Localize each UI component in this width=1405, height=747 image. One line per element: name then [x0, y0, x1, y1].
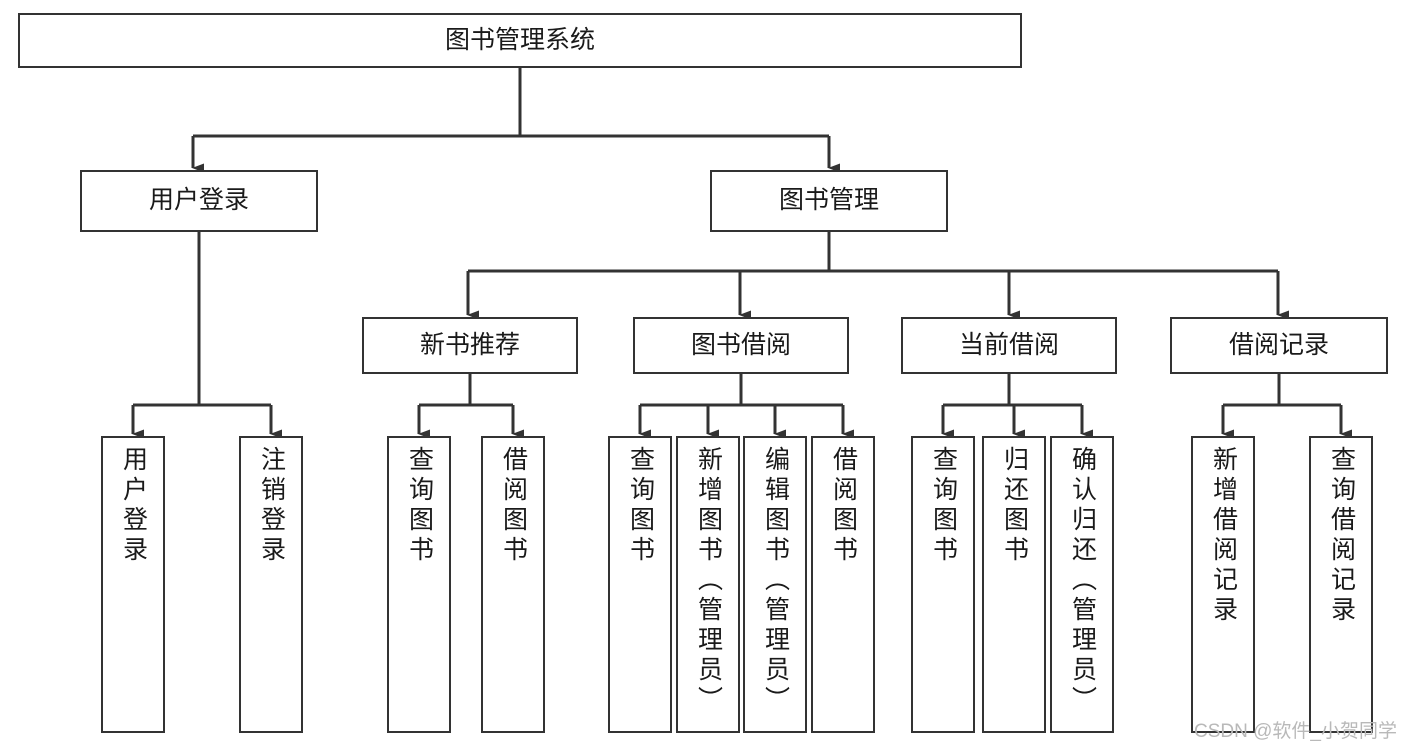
node-book-manage[interactable]: 图书管理 [710, 170, 948, 232]
node-leaf-edit-book-label: 编辑图书（管理员） [761, 446, 790, 716]
node-leaf-query-book-2[interactable]: 查询图书 [608, 436, 672, 733]
node-book-manage-label: 图书管理 [778, 186, 879, 215]
node-new-book-rec-label: 新书推荐 [419, 330, 520, 359]
node-current-borrow-label: 当前借阅 [958, 330, 1059, 359]
csdn-watermark: CSDN @软件_小贺同学 [1194, 721, 1397, 742]
node-leaf-add-book-label: 新增图书（管理员） [694, 446, 723, 716]
node-leaf-borrow-book-1[interactable]: 借阅图书 [481, 436, 545, 733]
node-leaf-edit-book[interactable]: 编辑图书（管理员） [743, 436, 807, 733]
node-user-login-label: 用户登录 [148, 186, 249, 215]
node-leaf-confirm-return[interactable]: 确认归还（管理员） [1050, 436, 1114, 733]
node-leaf-add-record[interactable]: 新增借阅记录 [1191, 436, 1255, 733]
node-borrow-record[interactable]: 借阅记录 [1170, 317, 1388, 374]
node-leaf-query-book-3[interactable]: 查询图书 [911, 436, 975, 733]
node-leaf-borrow-book-2[interactable]: 借阅图书 [811, 436, 875, 733]
node-book-borrow[interactable]: 图书借阅 [633, 317, 849, 374]
node-borrow-record-label: 借阅记录 [1228, 330, 1329, 359]
node-leaf-add-record-label: 新增借阅记录 [1209, 446, 1238, 626]
node-user-login[interactable]: 用户登录 [80, 170, 318, 232]
node-leaf-query-record-label: 查询借阅记录 [1327, 446, 1356, 626]
node-current-borrow[interactable]: 当前借阅 [901, 317, 1117, 374]
node-leaf-confirm-return-label: 确认归还（管理员） [1068, 446, 1097, 716]
node-leaf-borrow-book-2-label: 借阅图书 [829, 446, 858, 566]
node-leaf-return-book[interactable]: 归还图书 [982, 436, 1046, 733]
node-leaf-user-logout-label: 注销登录 [257, 446, 286, 566]
node-root-图书管理系统[interactable]: 图书管理系统 [18, 13, 1022, 68]
node-new-book-rec[interactable]: 新书推荐 [362, 317, 578, 374]
node-leaf-query-book-1-label: 查询图书 [405, 446, 434, 566]
node-leaf-user-logout[interactable]: 注销登录 [239, 436, 303, 733]
node-root-图书管理系统-label: 图书管理系统 [444, 25, 595, 54]
node-leaf-borrow-book-1-label: 借阅图书 [499, 446, 528, 566]
node-leaf-user-login-label: 用户登录 [119, 446, 148, 566]
node-leaf-return-book-label: 归还图书 [1000, 446, 1029, 566]
node-book-borrow-label: 图书借阅 [690, 330, 791, 359]
node-leaf-add-book[interactable]: 新增图书（管理员） [676, 436, 740, 733]
node-leaf-user-login[interactable]: 用户登录 [101, 436, 165, 733]
node-leaf-query-record[interactable]: 查询借阅记录 [1309, 436, 1373, 733]
node-leaf-query-book-3-label: 查询图书 [929, 446, 958, 566]
node-leaf-query-book-1[interactable]: 查询图书 [387, 436, 451, 733]
node-leaf-query-book-2-label: 查询图书 [626, 446, 655, 566]
